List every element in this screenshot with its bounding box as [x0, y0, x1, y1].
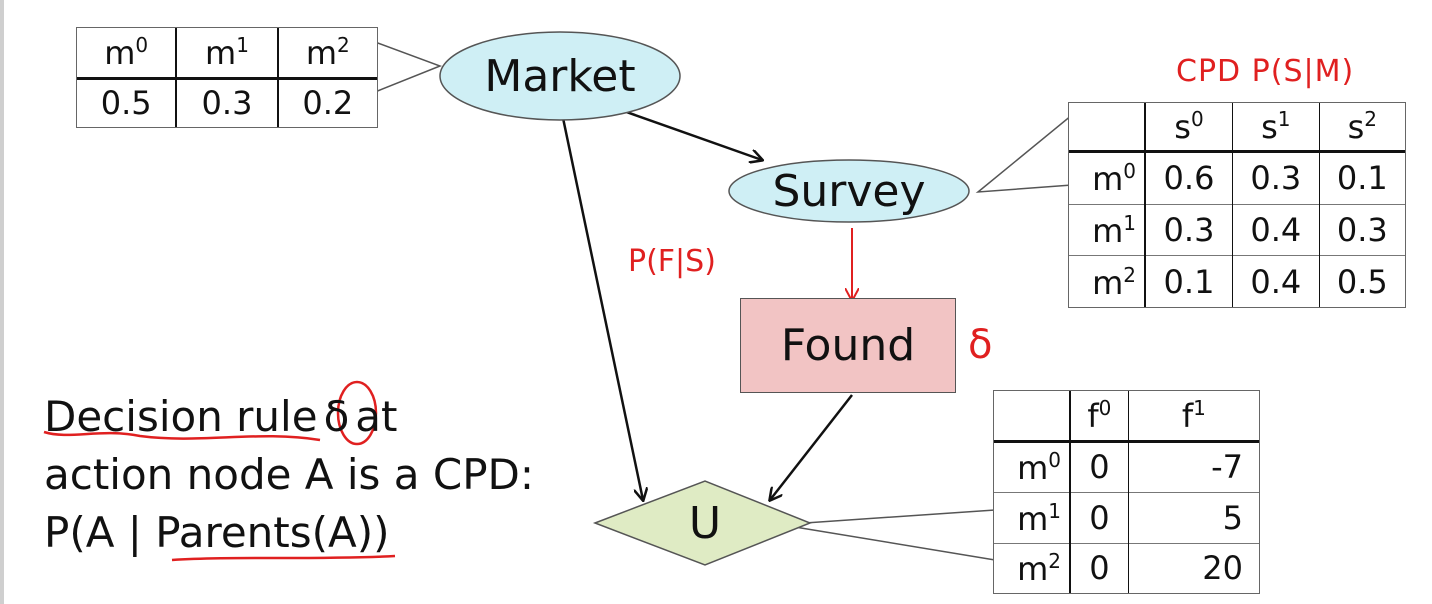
- utility-cell: 20: [1202, 549, 1243, 588]
- survey-header-s1: s1: [1232, 103, 1320, 151]
- survey-cell: 0.6: [1145, 151, 1233, 205]
- utility-row-m1: m1 0 5: [994, 492, 1259, 544]
- survey-row-m1: m1 0.3 0.4 0.3: [1069, 204, 1405, 256]
- survey-row-m2: m2 0.1 0.4 0.5: [1069, 255, 1405, 307]
- survey-cell: 0.5: [1336, 262, 1388, 301]
- delta-annotation: δ: [968, 322, 993, 368]
- survey-label: Survey: [772, 165, 926, 217]
- survey-node: Survey: [727, 158, 971, 224]
- survey-cell: 0.3: [1145, 204, 1233, 256]
- survey-header-s0: s0: [1145, 103, 1233, 151]
- survey-row-label: m1: [1069, 204, 1146, 256]
- utility-header-f1: f1: [1181, 396, 1206, 436]
- found-label: Found: [780, 320, 916, 371]
- text-line-2: action node A is a CPD:: [44, 450, 535, 499]
- market-value-m2: 0.2: [302, 84, 354, 123]
- utility-row-label: m1: [994, 492, 1071, 544]
- survey-cell: 0.3: [1336, 211, 1388, 250]
- market-callout: [374, 41, 443, 93]
- slide-left-border: [0, 0, 4, 604]
- market-node: Market: [438, 30, 682, 122]
- utility-cell: -7: [1211, 448, 1243, 487]
- survey-cell: 0.3: [1232, 151, 1320, 205]
- utility-row-m0: m0 0 -7: [994, 441, 1259, 493]
- market-header-m2: m2: [305, 33, 350, 73]
- delta-symbol: δ: [323, 392, 350, 441]
- market-label: Market: [484, 50, 636, 102]
- delta-circle: [336, 380, 378, 446]
- utility-cell: 0: [1070, 441, 1129, 493]
- market-header-m1: m1: [176, 28, 279, 78]
- pfs-annotation: P(F|S): [628, 244, 716, 279]
- utility-cell: 0: [1070, 492, 1129, 544]
- edge-market-utility: [561, 117, 643, 500]
- market-value-m0: 0.5: [77, 78, 178, 127]
- utility-cell: 5: [1222, 499, 1243, 538]
- survey-header-s2: s2: [1347, 107, 1378, 147]
- market-prior-table: m0 m1 m2 0.5 0.3 0.2: [76, 27, 378, 128]
- market-ellipse: [439, 31, 681, 121]
- survey-cell: 0.1: [1336, 159, 1388, 198]
- parents-underline: [171, 554, 396, 562]
- survey-corner-cell: [1069, 103, 1146, 151]
- utility-corner-cell: [994, 391, 1071, 441]
- edge-market-survey: [617, 107, 762, 160]
- found-node: Found: [740, 298, 956, 393]
- survey-row-m0: m0 0.6 0.3 0.1: [1069, 151, 1405, 205]
- utility-node: U: [660, 490, 750, 556]
- utility-label: U: [688, 497, 722, 549]
- survey-cell: 0.4: [1232, 255, 1320, 307]
- market-header-m0: m0: [77, 28, 178, 78]
- survey-row-label: m0: [1069, 151, 1146, 205]
- utility-header-f0: f0: [1070, 391, 1129, 441]
- cpd-annotation: CPD P(S|M): [1176, 54, 1355, 89]
- utility-diamond-shape: [592, 480, 813, 566]
- survey-callout: [975, 114, 1073, 193]
- utility-cell: 0: [1070, 543, 1129, 593]
- survey-row-label: m2: [1069, 255, 1146, 307]
- utility-row-label: m2: [994, 543, 1071, 593]
- survey-cell: 0.1: [1145, 255, 1233, 307]
- decision-rule-underline: [43, 430, 321, 442]
- utility-row-m2: m2 0 20: [994, 543, 1259, 593]
- utility-row-label: m0: [994, 441, 1071, 493]
- survey-cell: 0.4: [1232, 204, 1320, 256]
- text-line-3: P(A | Parents(A)): [44, 508, 390, 557]
- edge-found-utility: [770, 394, 853, 500]
- survey-cpd-table: s0 s1 s2 m0 0.6 0.3 0.1 m1 0.3 0.4 0.3 m…: [1068, 102, 1406, 308]
- utility-table: f0 f1 m0 0 -7 m1 0 5 m2 0 20: [993, 390, 1260, 594]
- survey-ellipse: [728, 159, 970, 223]
- market-value-m1: 0.3: [176, 78, 279, 127]
- utility-callout: [794, 509, 996, 561]
